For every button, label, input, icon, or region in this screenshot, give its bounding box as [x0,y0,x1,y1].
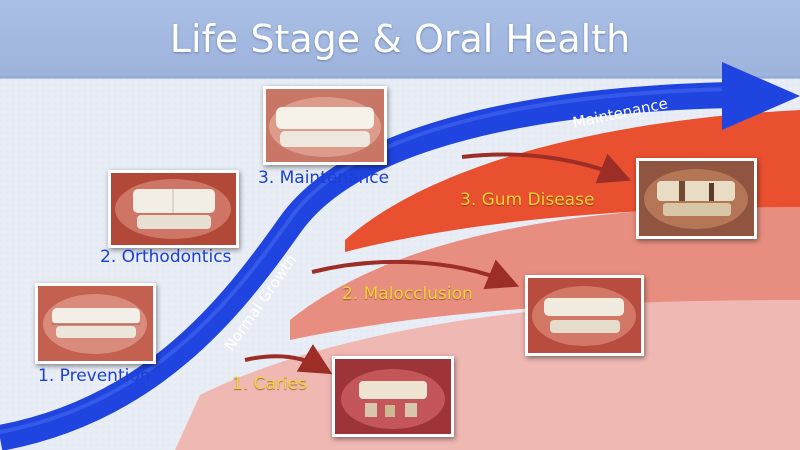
problem-label-gum-disease: 3. Gum Disease [460,190,595,210]
title-bar-edge [0,76,800,79]
gum-disease-arrow [461,152,632,184]
problem-label-caries: 1. Caries [232,374,307,394]
gum-disease-photo [636,158,757,239]
problem-label-malocclusion: 2. Malocclusion [342,284,473,304]
orthodontics-photo [108,170,239,248]
stage-label-prevention: 1. Prevention [38,366,151,386]
caries-arrow [244,344,333,375]
title-bar [0,0,800,78]
malocclusion-photo [525,275,644,356]
prevention-photo [35,283,156,364]
growth-arrow-head [722,62,800,130]
growth-arrow-body [0,82,731,450]
stage-label-maintenance: 3. Maintenance [258,168,390,188]
gum-disease-band [345,110,800,252]
slide-title: Life Stage & Oral Health [169,17,631,61]
caries-photo [332,356,454,437]
maintenance-photo [263,86,387,165]
stage-label-orthodontics: 2. Orthodontics [100,247,232,267]
growth-arrow-body-highlight [0,87,731,434]
malocclusion-arrow [311,259,520,290]
